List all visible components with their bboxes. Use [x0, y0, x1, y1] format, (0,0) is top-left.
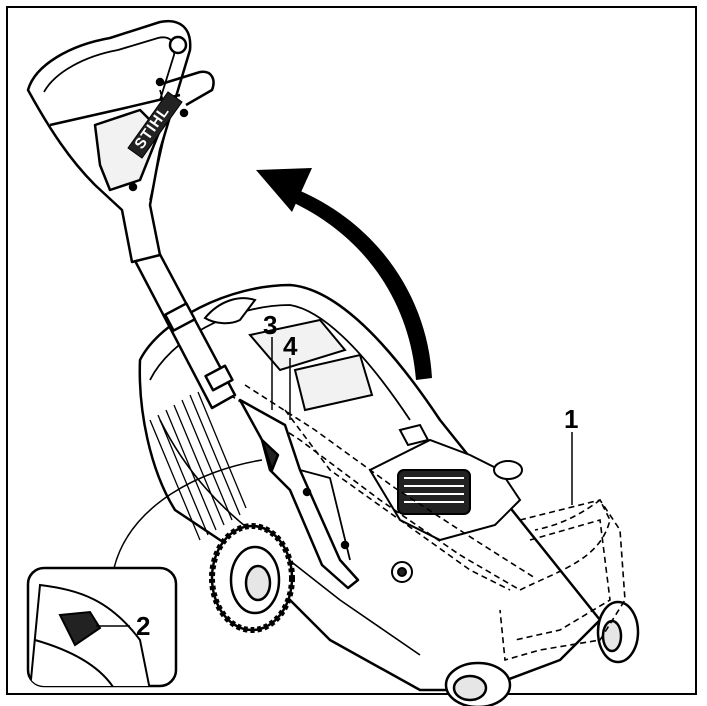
catcher-top — [203, 297, 374, 412]
callout-label-4: 4 — [283, 331, 298, 361]
front-wheels — [444, 600, 640, 706]
callout-leaders — [96, 337, 573, 627]
engine-cooling-fins — [397, 469, 471, 515]
fuel-cap-icon — [493, 460, 523, 480]
rear-wheel — [209, 523, 295, 633]
handle-top — [26, 19, 215, 264]
callout-label-2: 2 — [136, 611, 150, 641]
handle-bracket — [238, 398, 360, 590]
engine — [368, 423, 523, 542]
callout-label-1: 1 — [564, 404, 578, 434]
curved-arrow-icon — [256, 168, 432, 380]
detail-inset-icon — [26, 459, 263, 688]
catcher-grille — [149, 391, 247, 541]
adjust-knob — [391, 561, 413, 583]
callout-label-3: 3 — [263, 310, 277, 340]
handle-tube — [130, 243, 237, 410]
